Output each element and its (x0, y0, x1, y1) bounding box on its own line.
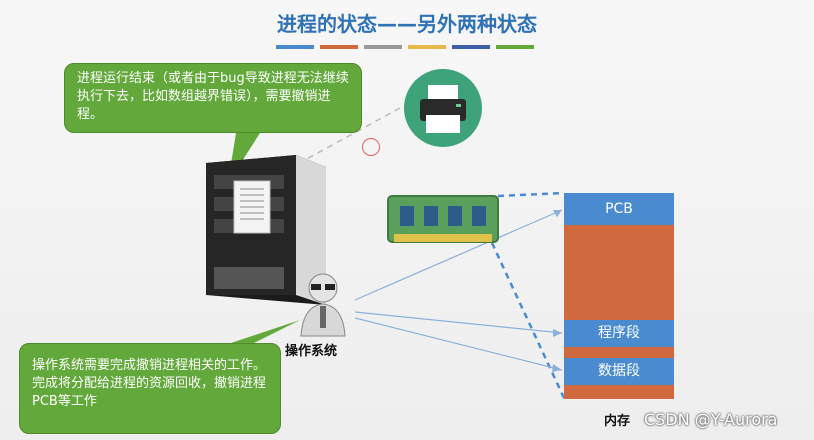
os-figure-icon (300, 273, 346, 337)
arrowhead (553, 210, 562, 217)
arrowhead (552, 364, 562, 372)
os-work-callout: 操作系统需要完成撤销进程相关的工作。完成将分配给进程的资源回收，撤销进程PCB等… (19, 343, 281, 434)
printer-icon (404, 69, 482, 147)
ram-icon (387, 195, 499, 243)
arrow-to-data (354, 317, 563, 371)
title-bar (320, 45, 358, 49)
server-icon (206, 155, 326, 305)
arrowhead (553, 329, 562, 337)
title-bar (364, 45, 402, 49)
title-bar (408, 45, 446, 49)
title-bar (452, 45, 490, 49)
process-end-callout: 进程运行结束（或者由于bug导致进程无法继续执行下去，比如数组越界错误），需要撤… (64, 63, 362, 133)
title-bar (496, 45, 534, 49)
memory-program-segment: 程序段 (564, 320, 674, 347)
dashed-line-ram-bottom (490, 242, 566, 399)
title-bar (276, 45, 314, 49)
memory-pcb: PCB (564, 193, 674, 225)
slide-title: 进程的状态——另外两种状态 (277, 12, 537, 36)
dashed-line-ram-top (497, 191, 565, 198)
arrow-to-program (354, 311, 563, 334)
csdn-watermark: CSDN @Y-Aurora (644, 410, 778, 429)
callout-bottom-pointer (210, 320, 300, 350)
memory-data-segment: 数据段 (564, 358, 674, 385)
os-label: 操作系统 (285, 344, 338, 359)
title-color-bars (276, 45, 534, 49)
memory-label: 内存 (604, 414, 631, 429)
arrow-to-pcb (354, 209, 563, 301)
cursor-indicator (362, 138, 380, 156)
